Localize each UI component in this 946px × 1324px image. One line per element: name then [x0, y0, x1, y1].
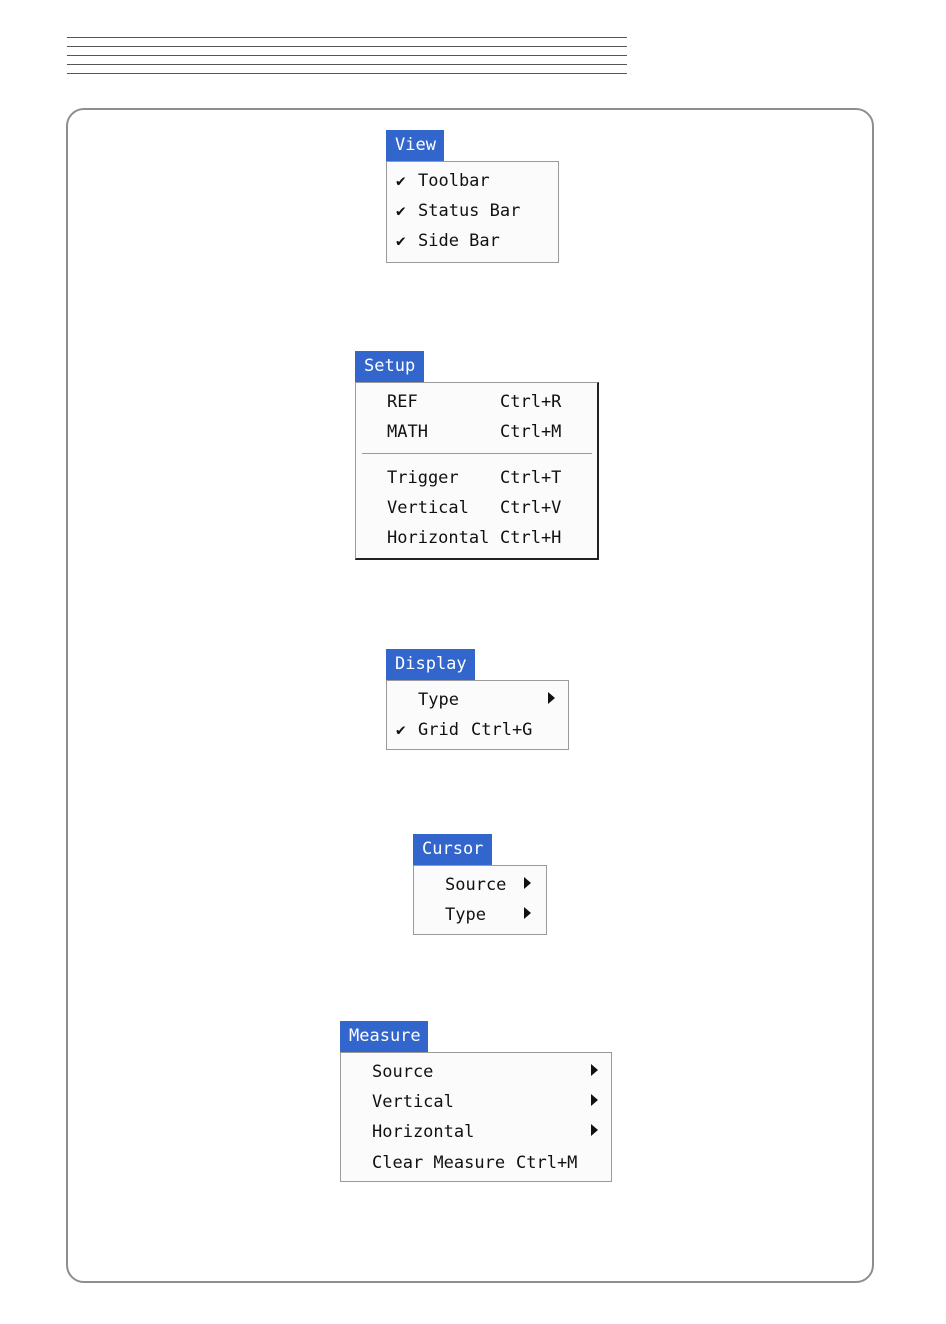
view-menu-panel: ✔ Toolbar ✔ Status Bar ✔ Side Bar	[386, 161, 559, 263]
setup-menu-title[interactable]: Setup	[355, 351, 424, 382]
submenu-arrow-icon	[524, 907, 531, 919]
menu-item-horizontal[interactable]: Horizontal	[372, 1120, 474, 1144]
view-menu-title[interactable]: View	[386, 130, 444, 161]
header-rule	[67, 73, 627, 74]
menu-item-grid[interactable]: Grid	[418, 718, 459, 742]
shortcut-ref: Ctrl+R	[500, 390, 561, 414]
menu-item-source[interactable]: Source	[445, 873, 506, 897]
header-rule	[67, 55, 627, 56]
menu-item-vertical[interactable]: Vertical	[387, 496, 469, 520]
display-menu-panel: Type ✔ Grid Ctrl+G	[386, 680, 569, 750]
menu-item-clear-measure[interactable]: Clear Measure	[372, 1151, 505, 1175]
shortcut-trigger: Ctrl+T	[500, 466, 561, 490]
shortcut-clear-measure: Ctrl+M	[516, 1151, 577, 1175]
menu-item-math[interactable]: MATH	[387, 420, 428, 444]
setup-menu-panel: REF Ctrl+R MATH Ctrl+M Trigger Ctrl+T Ve…	[355, 382, 599, 560]
measure-menu-panel: Source Vertical Horizontal Clear Measure…	[340, 1052, 612, 1182]
menu-item-type[interactable]: Type	[445, 903, 486, 927]
submenu-arrow-icon	[591, 1124, 598, 1136]
check-icon: ✔	[396, 229, 412, 253]
shortcut-vertical: Ctrl+V	[500, 496, 561, 520]
shortcut-grid: Ctrl+G	[471, 718, 532, 742]
menu-item-side-bar[interactable]: Side Bar	[418, 229, 500, 253]
check-icon: ✔	[396, 199, 412, 223]
check-icon: ✔	[396, 718, 412, 742]
menu-item-horizontal[interactable]: Horizontal	[387, 526, 489, 550]
submenu-arrow-icon	[524, 877, 531, 889]
check-icon: ✔	[396, 169, 412, 193]
submenu-arrow-icon	[591, 1094, 598, 1106]
menu-item-status-bar[interactable]: Status Bar	[418, 199, 520, 223]
submenu-arrow-icon	[548, 692, 555, 704]
cursor-menu-panel: Source Type	[413, 865, 547, 935]
cursor-menu-title-label: Cursor	[422, 834, 483, 865]
menu-item-ref[interactable]: REF	[387, 390, 418, 414]
menu-item-source[interactable]: Source	[372, 1060, 433, 1084]
menu-item-vertical[interactable]: Vertical	[372, 1090, 454, 1114]
menu-item-trigger[interactable]: Trigger	[387, 466, 459, 490]
shortcut-math: Ctrl+M	[500, 420, 561, 444]
measure-menu-title-label: Measure	[349, 1021, 421, 1052]
header-rule	[67, 37, 627, 38]
setup-menu-title-label: Setup	[364, 351, 415, 382]
shortcut-horizontal: Ctrl+H	[500, 526, 561, 550]
header-rule	[67, 64, 627, 65]
submenu-arrow-icon	[591, 1064, 598, 1076]
menu-item-toolbar[interactable]: Toolbar	[418, 169, 490, 193]
display-menu-title-label: Display	[395, 649, 467, 680]
header-rule	[67, 46, 627, 47]
menu-separator	[362, 453, 592, 454]
measure-menu-title[interactable]: Measure	[340, 1021, 428, 1052]
view-menu-title-label: View	[395, 130, 436, 161]
menu-item-type[interactable]: Type	[418, 688, 459, 712]
cursor-menu-title[interactable]: Cursor	[413, 834, 492, 865]
display-menu-title[interactable]: Display	[386, 649, 475, 680]
